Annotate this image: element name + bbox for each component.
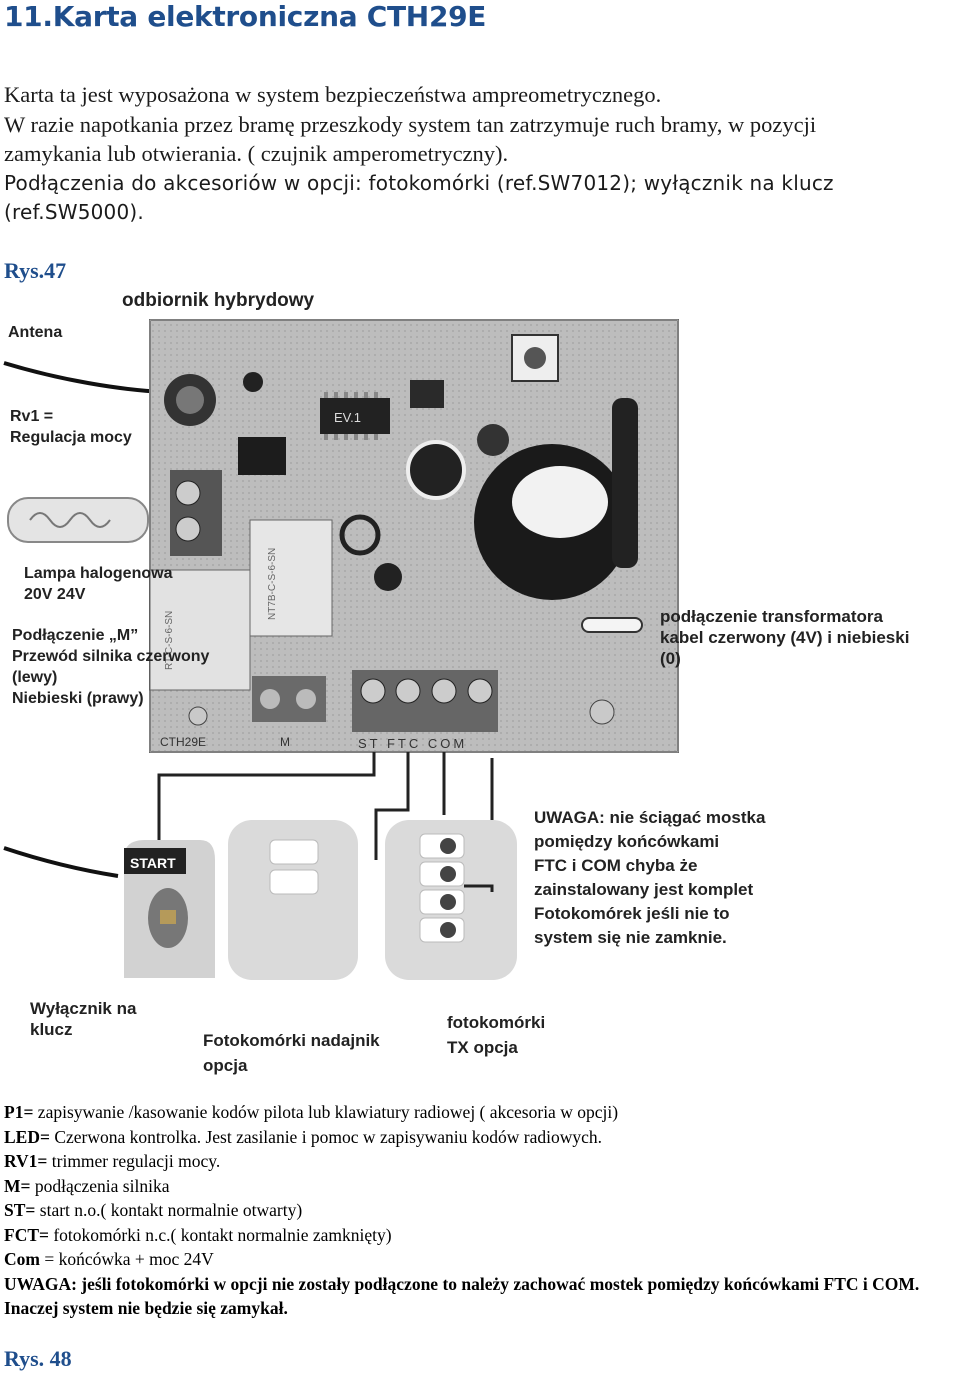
figure-48-label: Rys. 48 [4,1346,72,1371]
ic-chip [320,398,390,434]
legend-row-rv1: RV1= trimmer regulacji mocy. [4,1151,221,1171]
antenna-wire [3,361,166,394]
legend-row-led: LED= Czerwona kontrolka. Jest zasilanie … [4,1126,603,1147]
key-switch-label: Wyłącznik na klucz [30,999,137,1039]
photocell-transmitter [228,820,358,980]
legend-row-fct: FCT= fotokomórki n.c.( kontakt normalnie… [4,1224,392,1245]
relay-2 [249,519,333,637]
ev-marking: EV.1 [334,410,361,425]
wiring-diagram: EV.1 RT-C-S-6-SN NT7B-C-S-6-SN [3,319,679,980]
board-marking: CTH29E [160,735,206,749]
receiver-label: odbiornik hybrydowy [122,290,315,311]
wiring-figure: EV.1 RT-C-S-6-SN NT7B-C-S-6-SN [0,280,960,1090]
intro-line: zamykania lub otwierania. ( czujnik ampe… [4,141,509,166]
legend-row-m: M= podłączenia silnika [4,1175,170,1196]
intro-line: W razie napotkania przez bramę przeszkod… [4,111,817,137]
lamp-terminal [170,470,222,556]
intro-line: (ref.SW5000). [4,200,144,224]
terminals-label: ST FTC COM [358,736,467,751]
figure-47-label: Rys.47 [4,258,67,283]
led [589,699,615,725]
transformer-label: podłączenie transformatora kabel czerwon… [660,607,910,668]
lamp-label: Lampa halogenowa 20V 24V [24,565,173,603]
legend-warning: UWAGA: jeśli fotokomórki w opcji nie zos… [4,1273,920,1319]
intro-line: Karta ta jest wyposażona w system bezpie… [4,82,662,107]
svg-text:NT7B-C-S-6-SN: NT7B-C-S-6-SN [267,548,278,620]
legend-row-com: Com = końcówka + moc 24V [4,1249,214,1269]
bridge-warning-label: UWAGA: nie ściągać mostka pomiędzy końcó… [534,808,766,947]
motor-label: Podłączenie „M” Przewód silnika czerwony… [12,627,210,707]
motor-terminal-label: M [280,735,290,749]
photocell-receiver-label: fotokomórki TX opcja [447,1013,546,1057]
legend: P1= zapisywanie /kasowanie kodów pilota … [4,1100,954,1321]
photocell-transmitter-label: Fotokomórki nadajnik opcja [203,1031,380,1075]
start-label: START [130,855,176,871]
svg-text:RT-C-S-6-SN: RT-C-S-6-SN [164,611,175,670]
section-heading: 11.Karta elektroniczna CTH29E [4,0,487,33]
intro-line: Podłączenia do akcesoriów w opcji: fotok… [4,170,834,195]
relay-1 [149,569,251,691]
legend-row-p1: P1= zapisywanie /kasowanie kodów pilota … [4,1102,619,1122]
rv1-label: Rv1 = Regulacja mocy [10,408,132,446]
intro-paragraph: Karta ta jest wyposażona w system bezpie… [4,80,954,228]
antenna-label: Antena [8,324,63,341]
legend-row-st: ST= start n.o.( kontakt normalnie otwart… [4,1200,303,1220]
halogen-lamp [7,497,149,543]
